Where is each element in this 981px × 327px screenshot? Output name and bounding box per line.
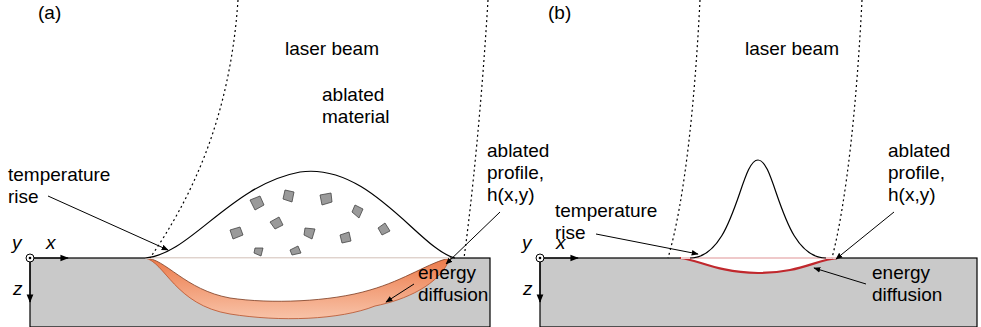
profile-label: ablated profile, h(x,y) [487, 140, 565, 206]
temperature-label: temperature rise [8, 164, 120, 208]
ablated-fragments [230, 190, 390, 256]
axis-label: x [556, 232, 566, 254]
leader-line [836, 212, 894, 259]
x-axis [540, 257, 578, 258]
y-axis [536, 254, 544, 262]
ablated-crater [145, 258, 450, 301]
leader-line [48, 196, 168, 250]
leader-line [446, 212, 500, 264]
temperature-curve [690, 160, 826, 258]
y-axis [26, 254, 34, 262]
temperature-label: temperature rise [555, 200, 667, 244]
crater-opening [145, 257, 450, 259]
material-label: ablated material [322, 84, 406, 128]
y-axis-dot [539, 257, 542, 260]
substrate [30, 258, 490, 327]
leader-line [596, 234, 698, 254]
axis-label: z [13, 278, 23, 300]
axis-label: z [523, 278, 533, 300]
substrate [540, 258, 977, 327]
panel-label: (a) [38, 2, 61, 24]
diffusion-label: energy diffusion [418, 262, 490, 306]
z-axis [29, 258, 30, 302]
energy-diffusion-zone [145, 258, 450, 319]
leader-line [386, 284, 414, 302]
profile-label: ablated profile, h(x,y) [888, 140, 966, 206]
axis-label: y [12, 232, 22, 254]
beam-edge [150, 0, 238, 258]
z-axis [539, 258, 540, 302]
beam-label: laser beam [285, 38, 379, 60]
panel-label: (b) [548, 2, 571, 24]
ablated-crater [680, 258, 838, 273]
temperature-curve [145, 171, 455, 258]
beam-edge [464, 0, 488, 258]
crater-opening [681, 257, 837, 259]
x-axis [30, 257, 68, 258]
beam-label: laser beam [745, 38, 839, 60]
leader-line [814, 268, 866, 284]
axis-label: y [522, 232, 532, 254]
axis-label: x [46, 232, 56, 254]
y-axis-dot [29, 257, 32, 260]
diffusion-label: energy diffusion [872, 262, 952, 306]
beam-edge [668, 0, 700, 258]
